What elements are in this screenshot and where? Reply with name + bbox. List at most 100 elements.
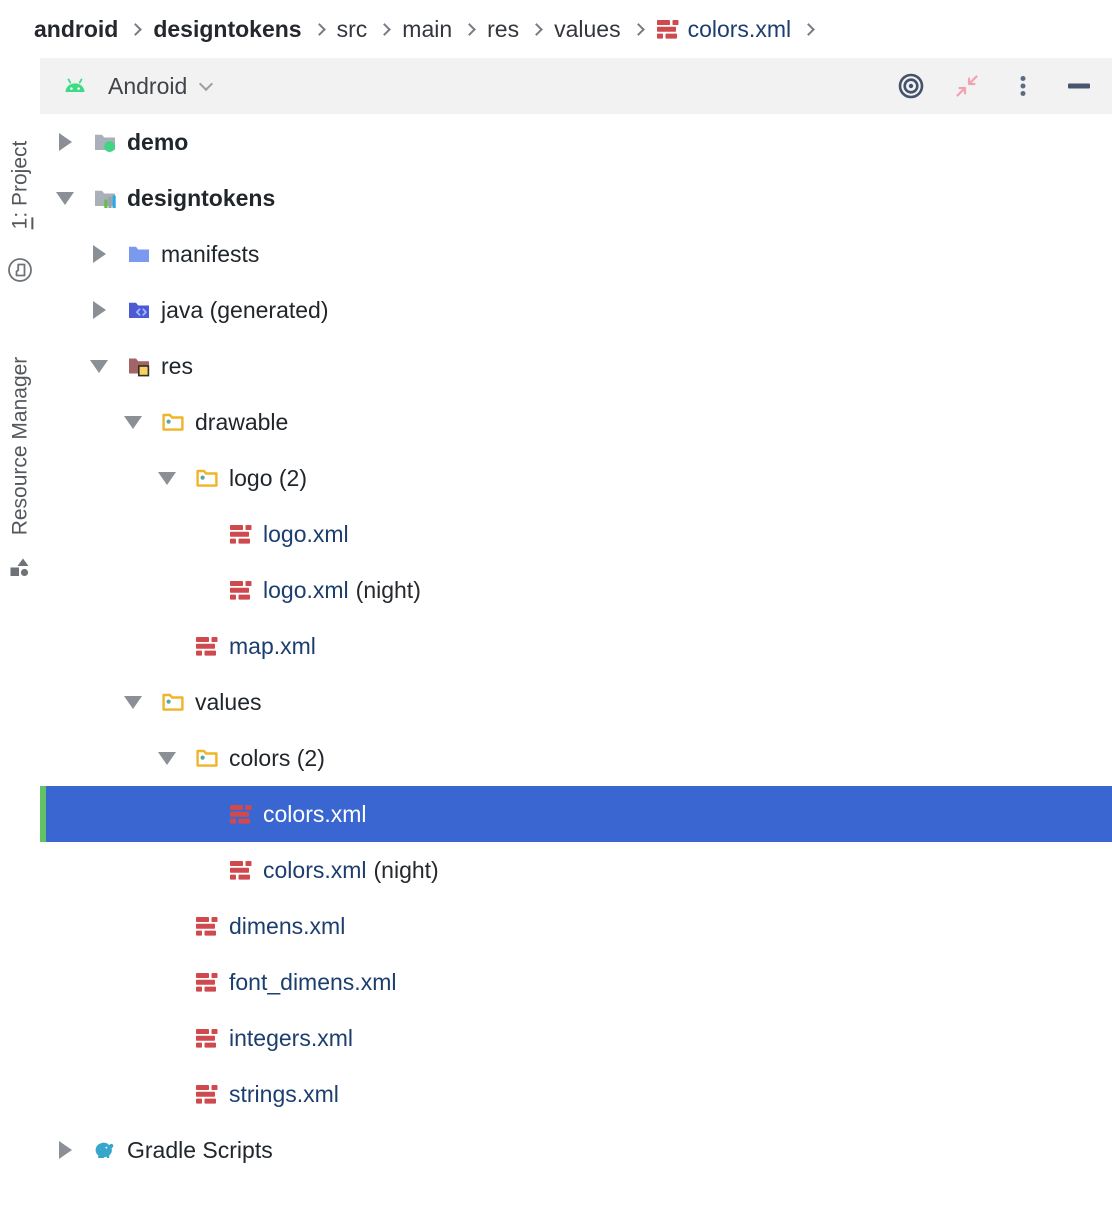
resource-manager-icon xyxy=(7,555,33,581)
breadcrumb-item[interactable]: src xyxy=(337,16,368,43)
tree-row[interactable]: logo.xml(night) xyxy=(40,562,1112,618)
expand-arrow-icon[interactable] xyxy=(87,298,111,322)
tree-row[interactable]: values xyxy=(40,674,1112,730)
tree-row-label: logo.xml xyxy=(263,576,349,603)
tree-row[interactable]: drawable xyxy=(40,394,1112,450)
breadcrumb-item[interactable]: values xyxy=(554,16,620,43)
breadcrumb-item[interactable]: colors.xml xyxy=(656,15,792,43)
chevron-right-icon xyxy=(631,22,645,36)
collapse-arrow-icon[interactable] xyxy=(155,746,179,770)
breadcrumb-label: res xyxy=(487,15,520,42)
tree-row[interactable]: java (generated) xyxy=(40,282,1112,338)
tree-row[interactable]: demo xyxy=(40,114,1112,170)
breadcrumb-label: android xyxy=(34,15,119,42)
folder-resource-icon xyxy=(195,746,219,770)
chevron-right-icon xyxy=(378,22,392,36)
indent-spacer xyxy=(155,1082,179,1106)
tree-row[interactable]: map.xml xyxy=(40,618,1112,674)
collapse-arrow-icon[interactable] xyxy=(53,186,77,210)
breadcrumb-item[interactable]: designtokens xyxy=(153,16,301,43)
indent-spacer xyxy=(189,522,213,546)
toolwindow-header: Android xyxy=(40,58,1112,114)
qualifier-label: (night) xyxy=(355,576,421,603)
tree-row-label: strings.xml xyxy=(229,1080,339,1107)
breadcrumb-item[interactable]: main xyxy=(402,16,452,43)
chevron-down-icon xyxy=(199,76,214,92)
view-selector-label: Android xyxy=(108,72,188,99)
tree-row-label: manifests xyxy=(161,240,260,267)
tree-row[interactable]: designtokens xyxy=(40,170,1112,226)
tree-row[interactable]: colors.xml(night) xyxy=(40,842,1112,898)
project-mnemonic: 1 xyxy=(8,217,33,230)
tree-row-label: colors.xml xyxy=(263,800,367,827)
folder-resource-icon xyxy=(161,690,185,714)
collapse-all-button[interactable] xyxy=(952,71,982,101)
breadcrumb-label: designtokens xyxy=(153,15,302,42)
indent-spacer xyxy=(189,578,213,602)
indent-spacer xyxy=(155,914,179,938)
project-toolwindow-icon xyxy=(7,257,33,283)
chevron-right-icon xyxy=(312,22,326,36)
hide-toolwindow-button[interactable] xyxy=(1064,71,1094,101)
xml-file-icon xyxy=(195,970,219,994)
collapse-arrow-icon[interactable] xyxy=(121,410,145,434)
tree-row[interactable]: dimens.xml xyxy=(40,898,1112,954)
collapse-arrow-icon[interactable] xyxy=(87,354,111,378)
tree-row-label: Gradle Scripts xyxy=(127,1136,273,1163)
xml-file-icon xyxy=(195,1026,219,1050)
expand-arrow-icon[interactable] xyxy=(53,130,77,154)
collapse-arrow-icon[interactable] xyxy=(121,690,145,714)
breadcrumb-label: src xyxy=(336,15,368,42)
tree-row[interactable]: logo (2) xyxy=(40,450,1112,506)
folder-res-icon xyxy=(127,354,151,378)
more-options-button[interactable] xyxy=(1008,71,1038,101)
tool-stripe-resource-manager-button[interactable]: Resource Manager xyxy=(0,343,40,581)
tree-row[interactable]: colors (2) xyxy=(40,730,1112,786)
tree-row-label: res xyxy=(161,352,193,379)
gradle-icon xyxy=(93,1138,117,1162)
folder-resource-icon xyxy=(161,410,185,434)
tool-stripe-project-button[interactable]: 1: Project xyxy=(0,120,40,283)
breadcrumb-label: colors.xml xyxy=(687,15,792,42)
tree-row[interactable]: strings.xml xyxy=(40,1066,1112,1122)
android-head-icon xyxy=(62,74,88,98)
qualifier-label: (night) xyxy=(373,856,439,883)
expand-arrow-icon[interactable] xyxy=(53,1138,77,1162)
xml-file-icon xyxy=(229,578,253,602)
tree-row-label: dimens.xml xyxy=(229,912,346,939)
tree-row[interactable]: Gradle Scripts xyxy=(40,1122,1112,1178)
breadcrumb-item[interactable]: res xyxy=(487,16,519,43)
locate-file-button[interactable] xyxy=(896,71,926,101)
tree-row[interactable]: manifests xyxy=(40,226,1112,282)
resource-manager-label: Resource Manager xyxy=(8,356,31,535)
tree-row[interactable]: logo.xml xyxy=(40,506,1112,562)
xml-file-icon xyxy=(195,634,219,658)
xml-file-icon xyxy=(656,17,680,41)
tree-row-label: integers.xml xyxy=(229,1024,353,1051)
tree-row[interactable]: integers.xml xyxy=(40,1010,1112,1066)
tree-row[interactable]: colors.xml xyxy=(40,786,1112,842)
folder-java-generated-icon xyxy=(127,298,151,322)
tree-row-label: logo (2) xyxy=(229,464,307,491)
module-app-icon xyxy=(93,130,117,154)
tree-row-label: java (generated) xyxy=(161,296,329,323)
tree-row-label: drawable xyxy=(195,408,289,435)
breadcrumb-label: values xyxy=(554,15,621,42)
view-selector-android[interactable]: Android xyxy=(62,72,214,100)
collapse-arrow-icon[interactable] xyxy=(155,466,179,490)
indent-spacer xyxy=(155,634,179,658)
breadcrumb-item[interactable]: android xyxy=(34,16,118,43)
tree-row[interactable]: font_dimens.xml xyxy=(40,954,1112,1010)
expand-arrow-icon[interactable] xyxy=(87,242,111,266)
xml-file-icon xyxy=(229,858,253,882)
tree-row[interactable]: res xyxy=(40,338,1112,394)
breadcrumb-label: main xyxy=(402,15,453,42)
tree-row-label: colors (2) xyxy=(229,744,325,771)
xml-file-icon xyxy=(195,914,219,938)
indent-spacer xyxy=(189,802,213,826)
chevron-right-icon xyxy=(802,22,815,36)
indent-spacer xyxy=(155,1026,179,1050)
folder-resource-icon xyxy=(195,466,219,490)
chevron-right-icon xyxy=(129,22,143,36)
project-label: : Project xyxy=(8,140,31,218)
